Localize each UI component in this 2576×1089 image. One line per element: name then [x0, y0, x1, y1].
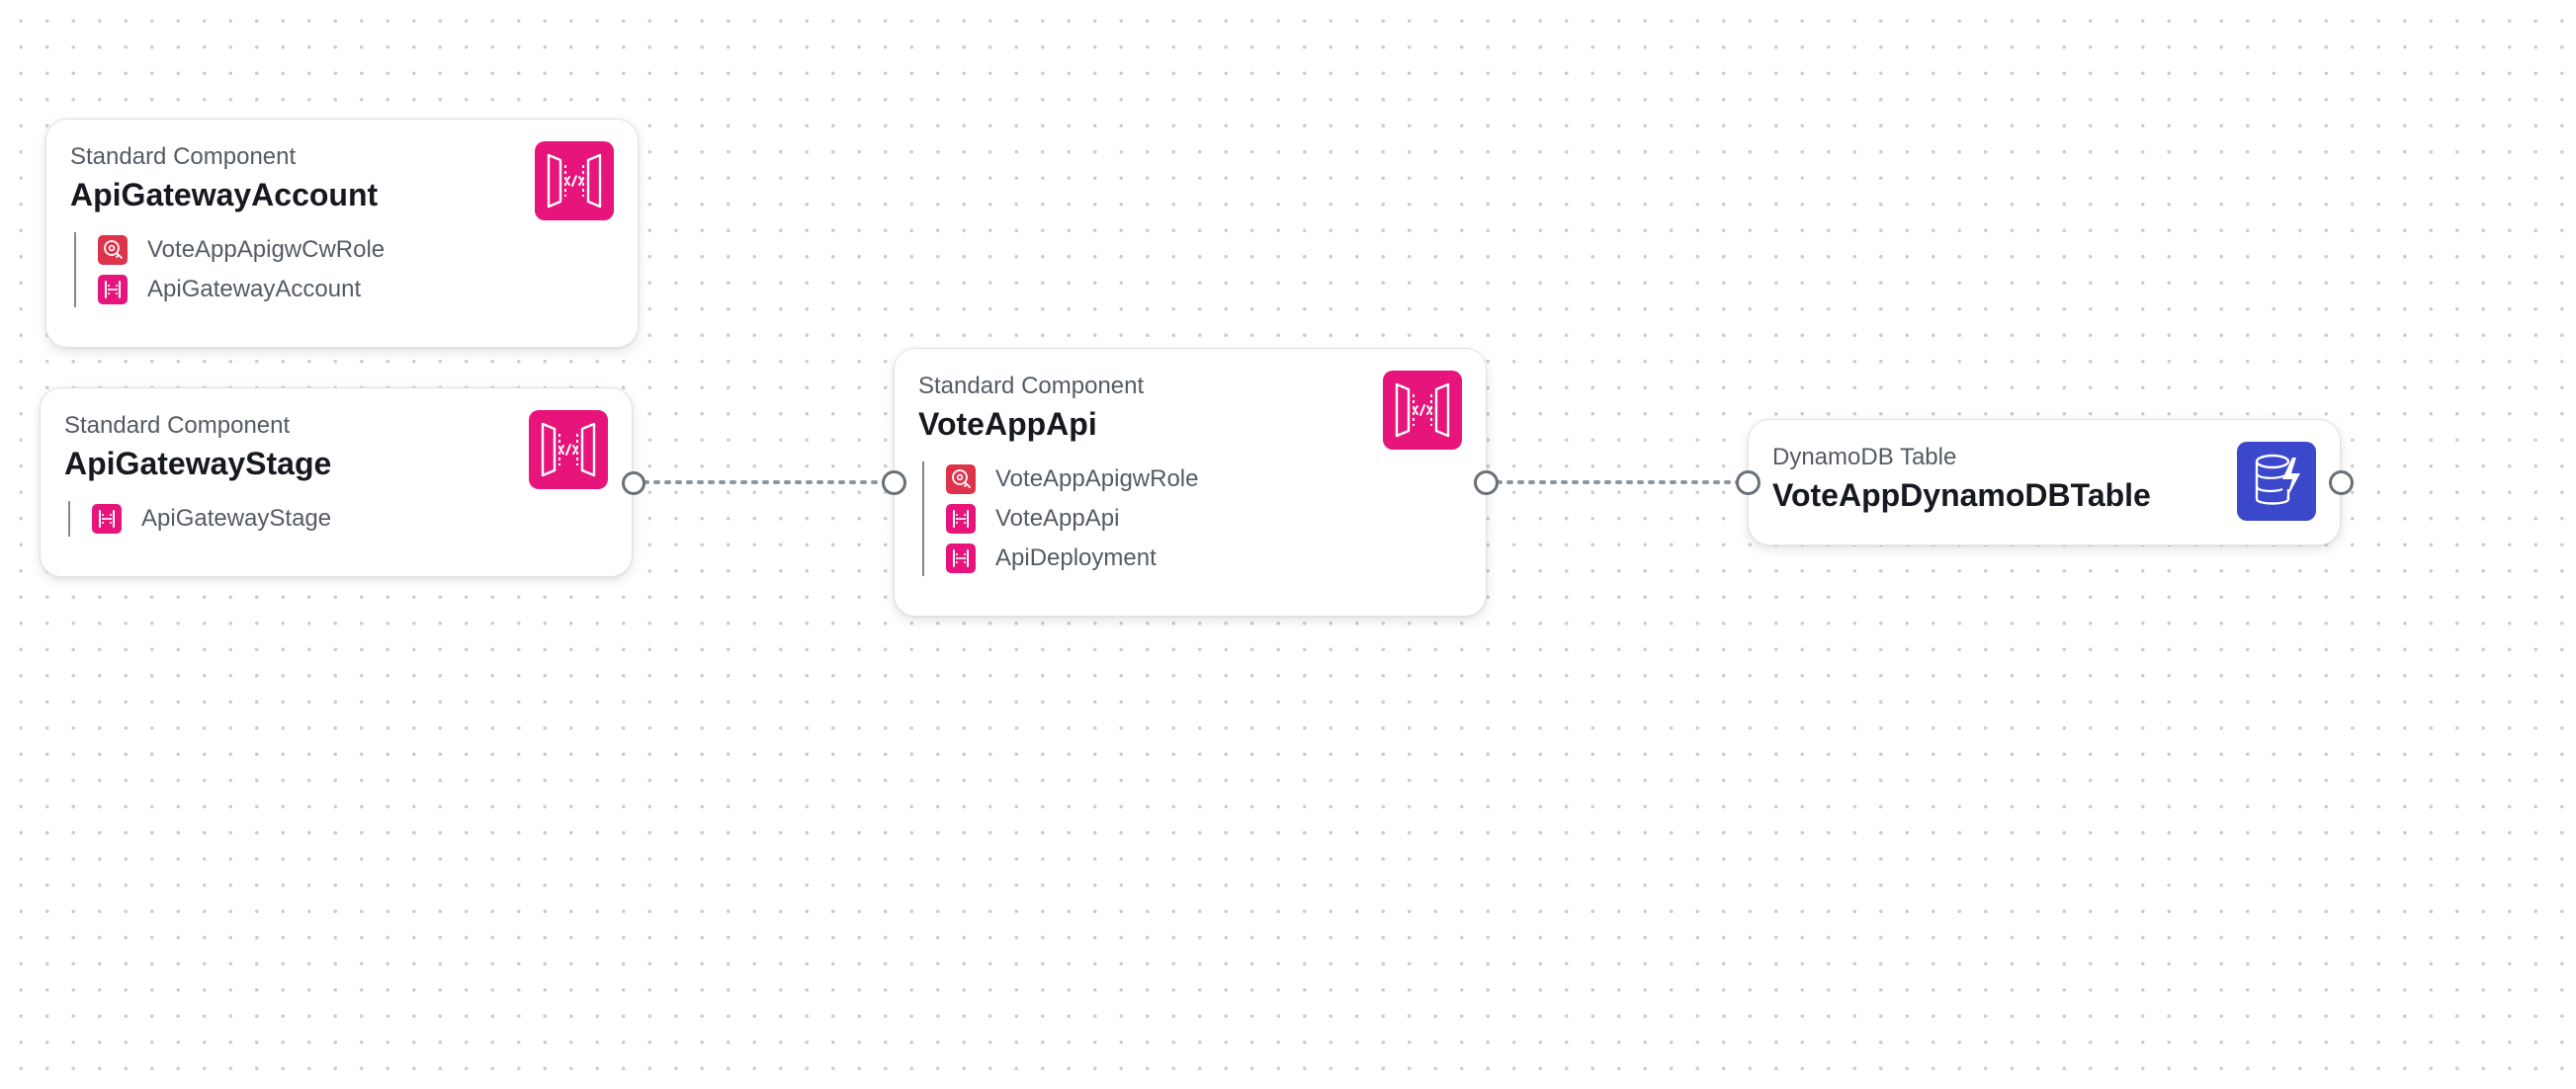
node-api-gateway-account[interactable]: Standard Component ApiGatewayAccount Vot… — [45, 119, 639, 348]
node-title: ApiGatewayStage — [64, 446, 332, 481]
api-gateway-resource-icon — [98, 275, 128, 304]
resource-item[interactable]: ApiGatewayAccount — [98, 270, 638, 309]
resource-list: ApiGatewayStage — [68, 499, 632, 539]
output-port[interactable] — [2329, 470, 2354, 495]
api-gateway-resource-icon — [92, 504, 122, 534]
resource-label: ApiGatewayAccount — [147, 276, 362, 302]
output-port[interactable] — [622, 471, 645, 495]
resource-item[interactable]: VoteAppApigwCwRole — [98, 230, 638, 270]
resource-item[interactable]: ApiGatewayStage — [92, 499, 632, 539]
input-port[interactable] — [882, 470, 906, 495]
resource-label: VoteAppApigwRole — [995, 465, 1199, 492]
resource-item[interactable]: ApiDeployment — [946, 539, 1486, 578]
output-port[interactable] — [1474, 470, 1499, 495]
iam-role-icon — [946, 464, 976, 494]
resource-item[interactable]: VoteAppApigwRole — [946, 460, 1486, 499]
input-port[interactable] — [1736, 470, 1760, 495]
api-gateway-resource-icon — [946, 504, 976, 534]
node-type-label: DynamoDB Table — [1772, 444, 1957, 470]
iam-role-icon — [98, 235, 128, 265]
dynamodb-icon — [2237, 442, 2316, 521]
node-type-label: Standard Component — [918, 373, 1145, 399]
resource-label: VoteAppApi — [995, 505, 1120, 532]
resource-item[interactable]: VoteAppApi — [946, 499, 1486, 539]
resource-list: VoteAppApigwRole VoteAppApi ApiDeploymen… — [922, 460, 1486, 578]
api-gateway-icon — [535, 141, 614, 220]
api-gateway-icon — [529, 410, 608, 489]
resource-label: VoteAppApigwCwRole — [147, 236, 386, 263]
node-api-gateway-stage[interactable]: Standard Component ApiGatewayStage ApiGa… — [40, 387, 633, 577]
node-type-label: Standard Component — [70, 143, 297, 170]
node-title: VoteAppDynamoDBTable — [1772, 477, 2151, 513]
node-title: VoteAppApi — [918, 406, 1097, 442]
node-type-label: Standard Component — [64, 412, 291, 439]
node-title: ApiGatewayAccount — [70, 177, 379, 212]
node-vote-app-api[interactable]: Standard Component VoteAppApi VoteAppApi… — [894, 348, 1487, 617]
api-gateway-resource-icon — [946, 544, 976, 573]
resource-label: ApiGatewayStage — [141, 505, 332, 532]
node-dynamodb-table[interactable]: DynamoDB Table VoteAppDynamoDBTable — [1748, 419, 2341, 545]
resource-label: ApiDeployment — [995, 544, 1157, 571]
api-gateway-icon — [1383, 371, 1462, 450]
resource-list: VoteAppApigwCwRole ApiGatewayAccount — [74, 230, 638, 309]
